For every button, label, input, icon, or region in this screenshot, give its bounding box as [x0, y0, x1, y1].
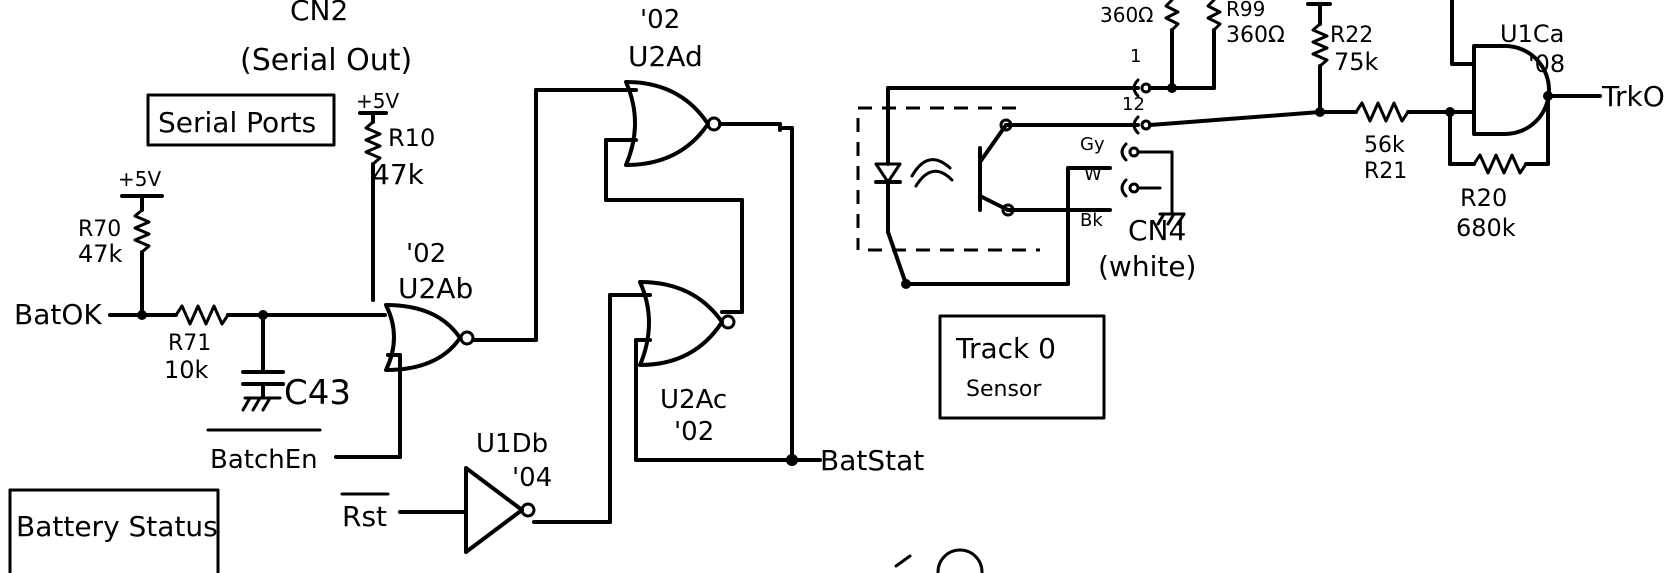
- trk0-label: TrkO: [1601, 80, 1665, 113]
- cn4-label: CN4: [1128, 214, 1186, 247]
- u2ac-name: U2Ac: [660, 385, 727, 415]
- r71-resistor: [174, 304, 230, 326]
- r360a-resistor: [1164, 0, 1180, 32]
- u2ad-nor-gate: [624, 80, 710, 167]
- c43-label: C43: [284, 373, 351, 413]
- junction-batok: [137, 310, 147, 320]
- opto-led: [874, 162, 902, 184]
- u2ab-type: '02: [406, 239, 446, 269]
- wire-gy-label: Gy: [1080, 134, 1105, 155]
- r22-name: R22: [1330, 23, 1373, 48]
- u1ca-name: U1Ca: [1500, 20, 1564, 48]
- batok-label: BatOK: [14, 298, 102, 331]
- u2ad-type: '02: [640, 5, 680, 35]
- batchen-label: BatchEn: [210, 445, 318, 475]
- r22-resistor: [1311, 22, 1329, 68]
- track0-line2: Sensor: [966, 377, 1042, 402]
- u1db-name: U1Db: [476, 429, 548, 459]
- sensor-dashed-outline: [856, 106, 1040, 252]
- u2ad-name: U2Ad: [628, 40, 703, 73]
- junction-r22: [1315, 107, 1325, 117]
- serial-ports-box: [146, 93, 336, 147]
- r21-name: R21: [1364, 159, 1407, 184]
- opto-light-icon: [910, 158, 952, 178]
- wire-w-label: W: [1084, 164, 1102, 185]
- partial-circle-fragment: [936, 548, 984, 573]
- r71-value: 10k: [164, 356, 209, 384]
- cn2-label: CN2: [290, 0, 348, 27]
- u2ac-bubble: [720, 314, 736, 330]
- r10-name: R10: [388, 124, 435, 152]
- r20-name: R20: [1460, 184, 1507, 212]
- r10-value: 47k: [372, 158, 425, 191]
- battery-status-box: [8, 488, 220, 573]
- wire-bk-label: Bk: [1080, 210, 1103, 231]
- r99-name: R99: [1226, 0, 1265, 21]
- r20-value: 680k: [1456, 214, 1516, 242]
- r21-resistor: [1354, 101, 1410, 123]
- rst-label: Rst: [342, 500, 387, 533]
- pin-1-label: 1: [1130, 46, 1141, 67]
- r70-supply-label: +5V: [118, 167, 161, 191]
- pin-12-label: 12: [1122, 94, 1145, 115]
- track0-line1: Track 0: [955, 332, 1056, 365]
- pin-12-wire: [1148, 110, 1322, 127]
- r99-resistor: [1206, 0, 1222, 32]
- u2ab-nor-gate: [384, 303, 462, 372]
- batstat-label: BatStat: [820, 444, 924, 477]
- r21-value: 56k: [1364, 133, 1405, 158]
- serial-out-label: (Serial Out): [240, 43, 412, 78]
- battery-status-label: Battery Status: [16, 510, 218, 543]
- r71-name: R71: [168, 331, 211, 356]
- r10-supply-label: +5V: [356, 89, 399, 113]
- u1ca-and-gate: [1472, 44, 1551, 136]
- r70-value: 47k: [78, 240, 123, 268]
- r70-resistor: [133, 208, 151, 254]
- track0-sensor-box: [938, 314, 1106, 420]
- r70-name: R70: [78, 217, 121, 242]
- r20-resistor: [1472, 153, 1528, 175]
- u1db-bubble: [520, 502, 536, 518]
- u2ab-bubble: [459, 330, 475, 346]
- u1db-type: '04: [512, 463, 552, 493]
- serial-ports-label: Serial Ports: [158, 106, 316, 139]
- u2ac-type: '02: [674, 417, 714, 447]
- u2ac-nor-gate: [638, 280, 724, 367]
- u2ab-name: U2Ab: [398, 272, 473, 305]
- r360a-label: 360Ω: [1100, 3, 1153, 27]
- r22-value: 75k: [1334, 48, 1379, 76]
- junction-pin1: [1167, 83, 1177, 93]
- r99-value: 360Ω: [1226, 23, 1285, 48]
- r10-resistor: [364, 120, 382, 166]
- cn4-color-label: (white): [1098, 250, 1196, 283]
